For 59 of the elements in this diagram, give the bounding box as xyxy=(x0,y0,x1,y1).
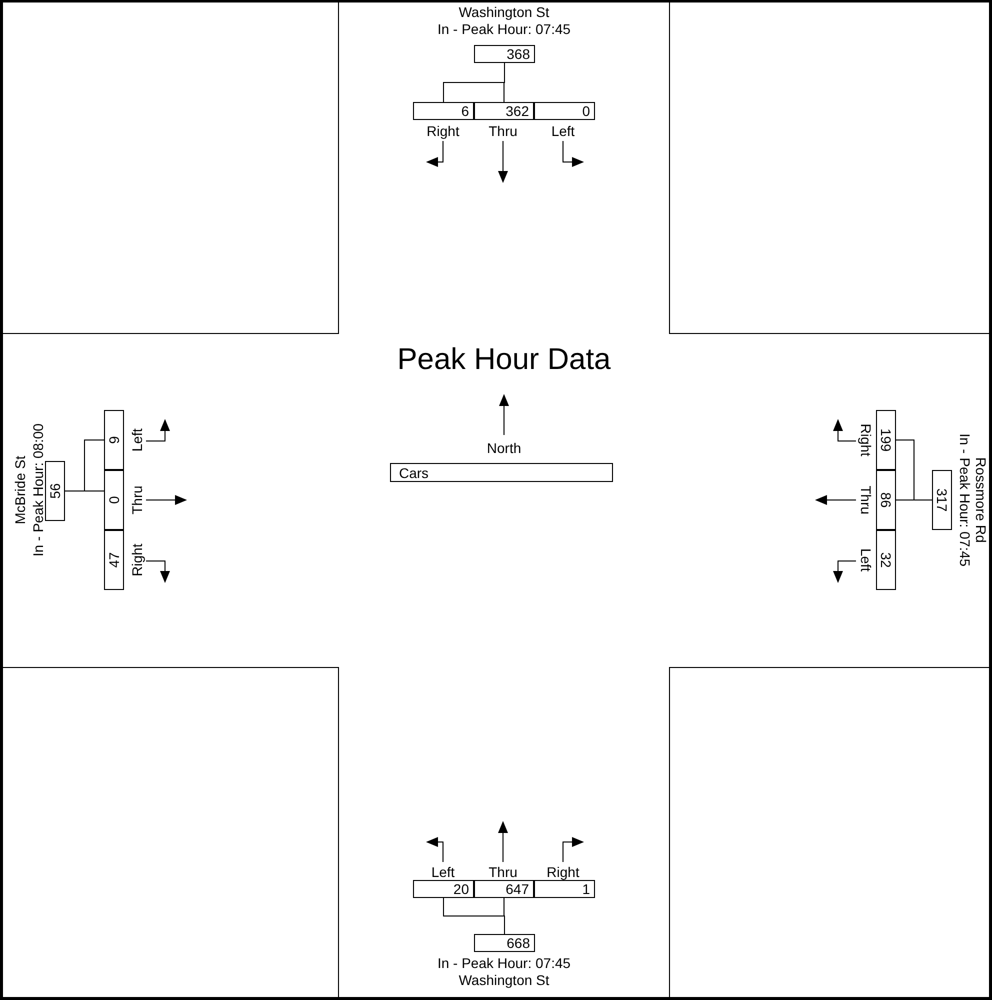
movement-label: Left xyxy=(130,428,144,452)
count-box xyxy=(474,880,534,898)
count-value: 56 xyxy=(48,483,62,499)
count-box xyxy=(104,530,124,590)
count-box xyxy=(45,461,65,521)
approach-label: In - Peak Hour: 08:00 xyxy=(31,423,45,557)
approach-label: Washington St xyxy=(458,5,550,19)
connector-line xyxy=(504,62,505,102)
movement-label: Right xyxy=(130,544,144,576)
count-value: 9 xyxy=(107,436,121,444)
count-box xyxy=(104,410,124,470)
count-box xyxy=(474,934,535,952)
count-box xyxy=(534,880,595,898)
count-box xyxy=(932,470,952,530)
count-value: 317 xyxy=(935,488,949,512)
movement-label: Thru xyxy=(488,124,518,138)
count-value: 668 xyxy=(506,935,530,952)
count-box xyxy=(474,102,534,120)
movement-label: Right xyxy=(426,124,460,138)
count-box xyxy=(474,45,535,63)
approach-label: Washington St xyxy=(458,973,550,987)
movement-label: Left xyxy=(551,124,575,138)
count-box xyxy=(876,470,896,530)
movement-label: Right xyxy=(859,424,873,456)
movement-label: Left xyxy=(859,548,873,572)
count-value: 6 xyxy=(461,103,469,120)
count-box xyxy=(534,102,595,120)
movement-label: Thru xyxy=(488,865,518,879)
count-value: 0 xyxy=(582,103,590,120)
count-value: 20 xyxy=(453,881,469,898)
count-box xyxy=(104,470,124,530)
count-value: 32 xyxy=(879,552,893,568)
approach-label: In - Peak Hour: 07:45 xyxy=(958,433,972,567)
approach-label: Rossmore Rd xyxy=(974,457,988,543)
count-value: 647 xyxy=(506,881,529,898)
title: Peak Hour Data xyxy=(397,345,611,375)
vehicle-type-label: Cars xyxy=(399,464,429,482)
movement-label: Thru xyxy=(859,486,873,514)
connector-line xyxy=(64,490,104,492)
count-value: 86 xyxy=(879,492,893,508)
approach-label: In - Peak Hour: 07:45 xyxy=(437,22,571,36)
movement-label: Right xyxy=(546,865,580,879)
legend-box xyxy=(390,463,613,482)
connector-line xyxy=(504,898,505,934)
north-label: North xyxy=(486,441,522,455)
count-box xyxy=(413,102,474,120)
count-box xyxy=(876,530,896,590)
count-value: 368 xyxy=(506,46,530,63)
count-value: 199 xyxy=(879,428,893,452)
count-box xyxy=(876,410,896,470)
count-value: 1 xyxy=(582,881,590,898)
count-value: 0 xyxy=(107,496,121,504)
approach-label: McBride St xyxy=(13,456,27,524)
count-value: 362 xyxy=(506,103,529,120)
movement-label: Thru xyxy=(130,486,144,514)
count-value: 47 xyxy=(107,552,121,568)
approach-label: In - Peak Hour: 07:45 xyxy=(437,956,571,970)
count-box xyxy=(413,880,474,898)
movement-label: Left xyxy=(431,865,455,879)
